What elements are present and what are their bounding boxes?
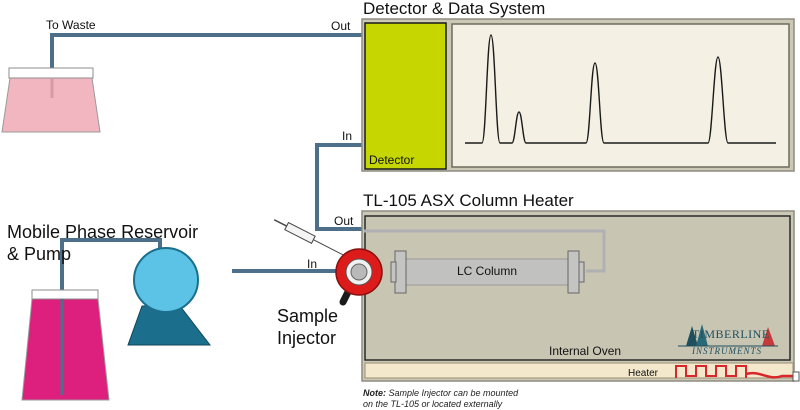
reservoir-cap <box>31 289 99 300</box>
detector-out-port-label: Out <box>331 19 351 33</box>
note-line2: on the TL-105 or located externally <box>363 399 503 409</box>
heater-cable <box>745 371 794 379</box>
lc-column-body <box>403 258 571 286</box>
column-in-port-label: In <box>307 257 318 271</box>
heater-label: Heater <box>628 368 659 379</box>
reservoir-container <box>21 298 110 401</box>
lc-column-label: LC Column <box>457 264 518 278</box>
pump-head <box>133 247 199 313</box>
injector-label-line1: Sample <box>277 306 339 326</box>
waste-label: To Waste <box>46 18 96 32</box>
tubing <box>50 33 362 290</box>
tube-column-to-detector <box>315 143 362 231</box>
reservoir-label-line1: Mobile Phase Reservoir <box>7 222 199 242</box>
detector-label: Detector <box>369 153 415 167</box>
tube-column-return <box>364 229 606 273</box>
injector-valve-core <box>350 263 368 281</box>
internal-oven-label: Internal Oven <box>549 344 622 358</box>
logo-line1: TIMBERLINE <box>692 327 770 341</box>
injector-label-line2: Injector <box>277 328 337 348</box>
column-fitting-left <box>394 250 407 294</box>
syringe-icon <box>273 219 344 256</box>
column-heater-title: TL-105 ASX Column Heater <box>363 191 574 210</box>
chromatogram-screen <box>451 23 790 168</box>
note-text-line1: Sample Injector can be mounted <box>386 388 519 398</box>
timberline-logo-icon <box>678 324 778 347</box>
column-fitting-right <box>567 250 580 294</box>
heater-plug <box>792 371 800 382</box>
heater-element <box>675 365 747 378</box>
logo-line2: INSTRUMENTS <box>692 346 763 356</box>
note-prefix: Note: <box>363 388 386 398</box>
detector-in-port-label: In <box>342 129 353 143</box>
note-line1: Note: Sample Injector can be mounted <box>363 388 518 399</box>
column-fitting-left-inner <box>390 261 397 283</box>
tube-detector-to-waste <box>50 33 362 68</box>
detector-unit <box>364 22 447 170</box>
chromatogram-trace <box>465 34 776 144</box>
waste-container-cap <box>8 67 94 79</box>
column-out-port-label: Out <box>334 214 354 228</box>
column-fitting-right-inner <box>578 261 585 283</box>
reservoir-label-line2: & Pump <box>7 244 72 264</box>
detector-system-title: Detector & Data System <box>363 0 546 18</box>
